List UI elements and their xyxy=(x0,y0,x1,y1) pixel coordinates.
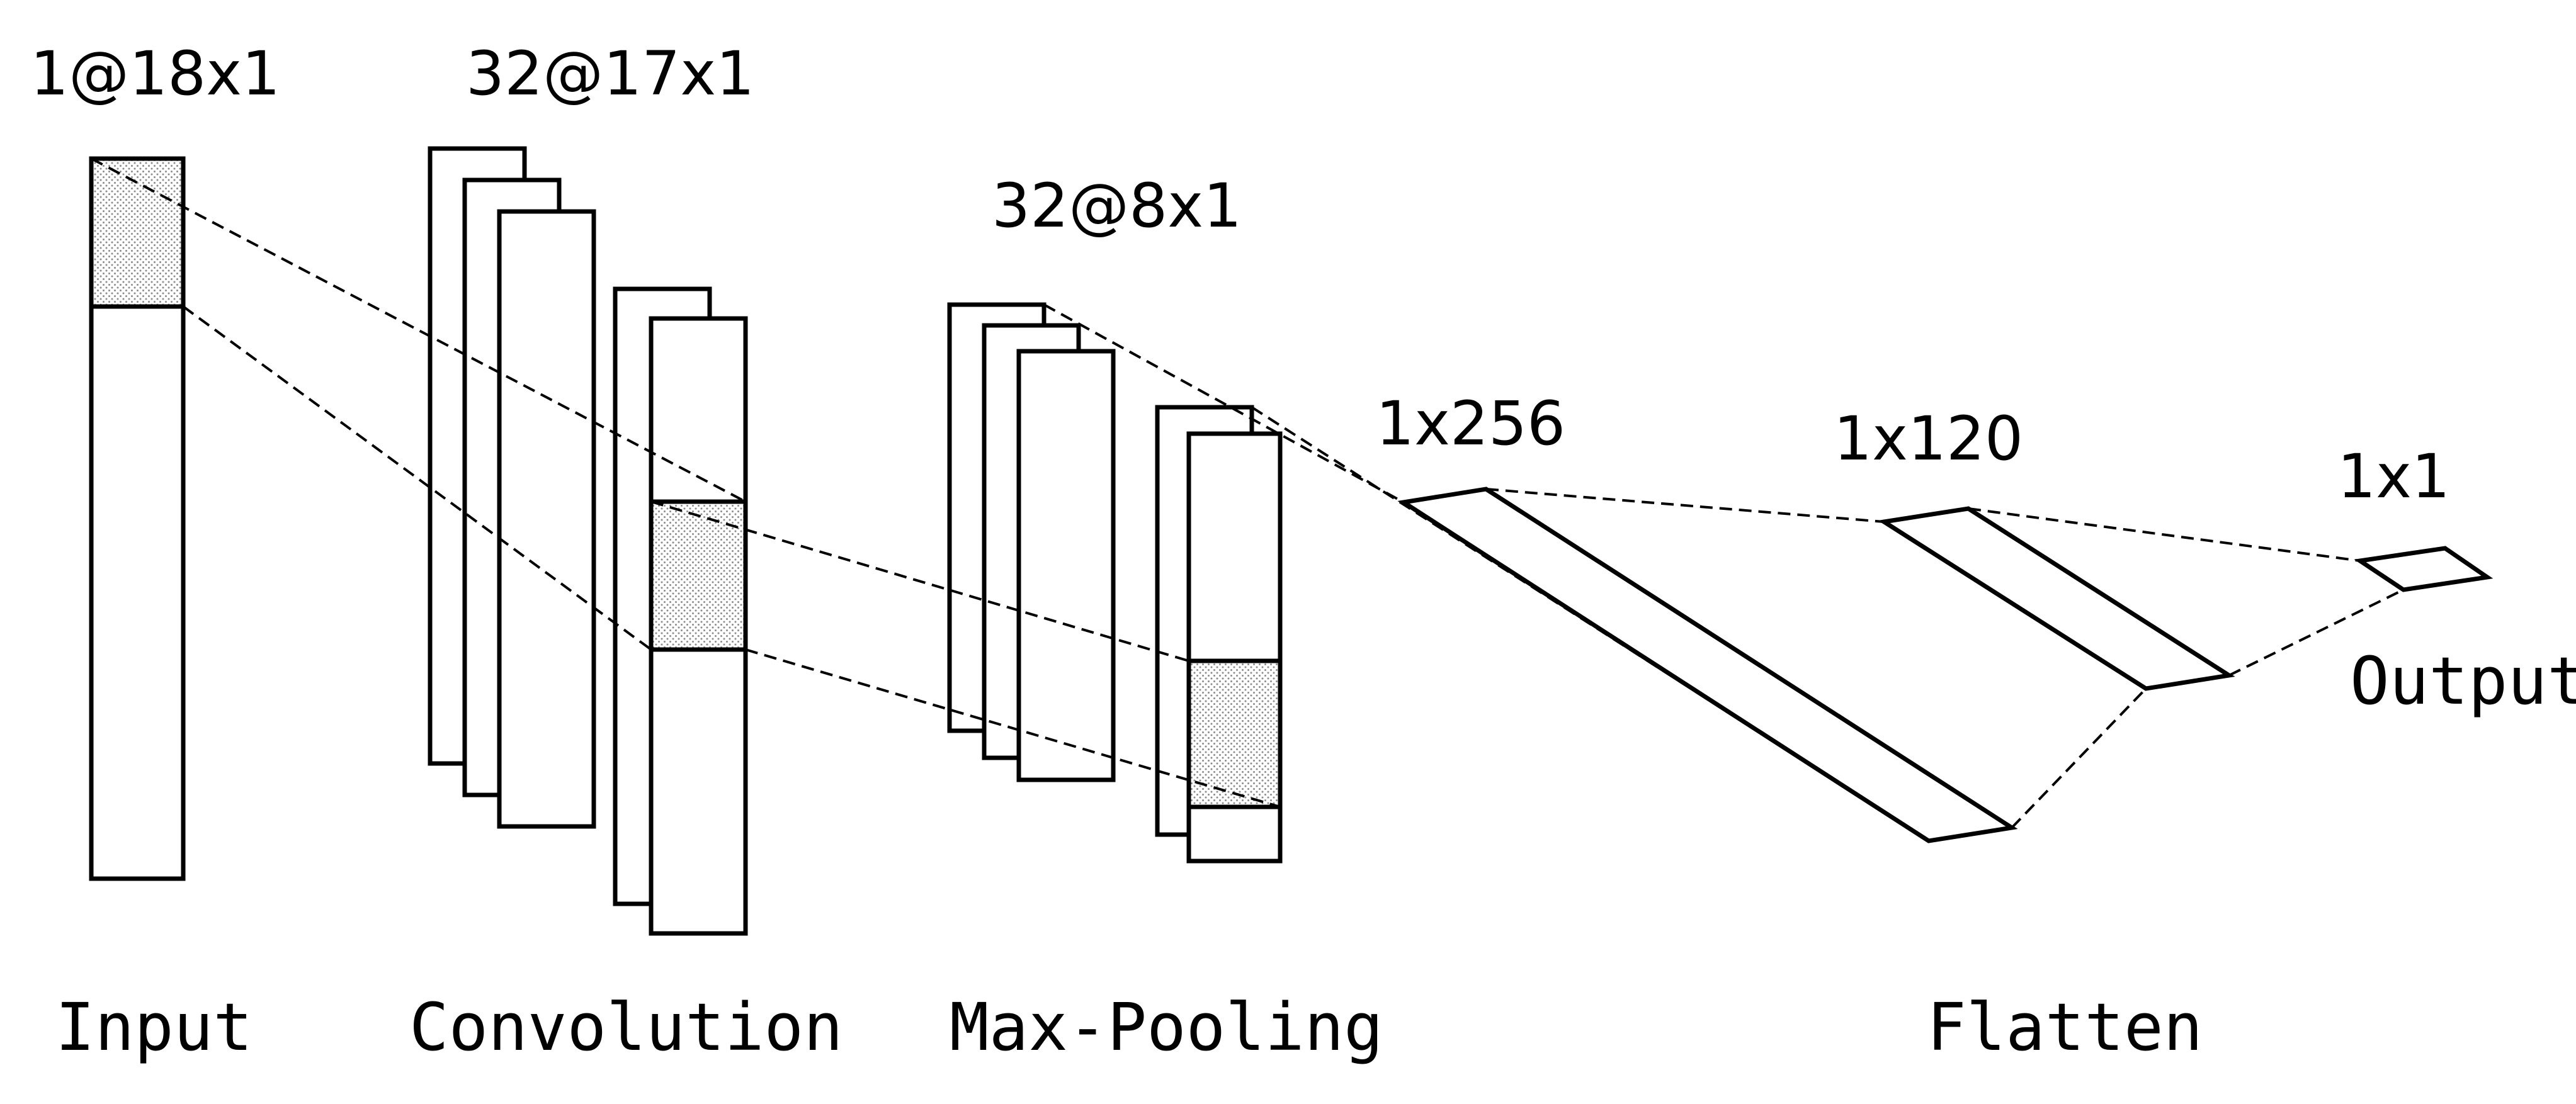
output-plate xyxy=(2354,546,2494,592)
connector-line xyxy=(650,500,1189,662)
pool-flatten-window xyxy=(1186,658,1283,809)
output-layer xyxy=(2354,546,2494,592)
connector-line xyxy=(745,648,1281,808)
convolution-stage-label: Convolution xyxy=(409,989,843,1066)
output-dim-label: 1x1 xyxy=(2337,441,2450,512)
connector-line xyxy=(1043,303,1404,504)
connector-line xyxy=(1251,406,1930,842)
pool-feature-map xyxy=(1016,349,1116,782)
connector-line xyxy=(1968,507,2361,562)
connector-line xyxy=(1485,488,1885,523)
convolution-stack-a xyxy=(428,146,596,829)
input-stage-label: Input xyxy=(55,989,252,1066)
convolution-dim-label: 32@17x1 xyxy=(466,38,754,109)
max-pooling-stack-a xyxy=(947,302,1116,782)
max-pooling-dim-label: 32@8x1 xyxy=(992,171,1242,241)
output-stage-label: Output xyxy=(2350,643,2576,719)
dense-dim-label-120: 1x120 xyxy=(1834,403,2023,474)
flatten-stage-label: Flatten xyxy=(1927,989,2203,1066)
connector-lines xyxy=(91,157,2404,842)
conv-feature-map xyxy=(497,209,596,829)
conv-pool-window xyxy=(649,499,748,652)
dense-plate-120 xyxy=(1878,506,2235,691)
input-kernel-window xyxy=(89,156,186,309)
max-pooling-stage-label: Max-Pooling xyxy=(950,989,1383,1066)
convolution-stack-b xyxy=(613,286,748,936)
max-pooling-stack-b xyxy=(1155,405,1283,864)
flatten-dim-label-256: 1x256 xyxy=(1376,388,1565,459)
connector-line xyxy=(2011,687,2147,829)
connector-line xyxy=(91,157,746,503)
input-dim-label: 1@18x1 xyxy=(30,38,280,109)
connector-line xyxy=(2228,589,2404,677)
input-layer xyxy=(89,156,186,881)
flatten-layer xyxy=(1397,487,2235,843)
